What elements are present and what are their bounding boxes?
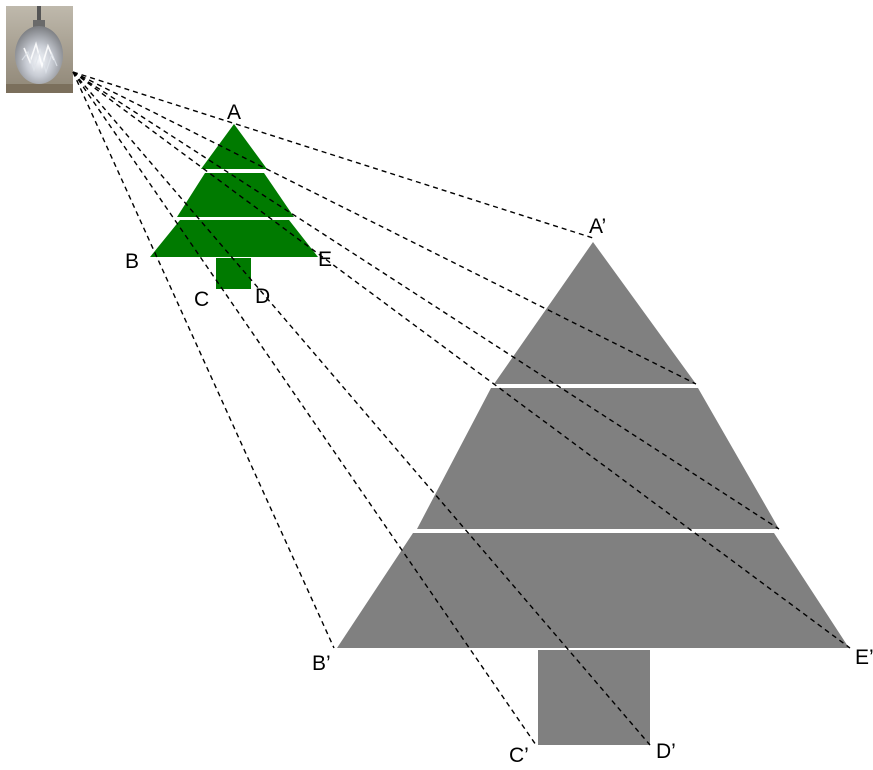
label-small-c: C bbox=[194, 288, 209, 311]
large-tree bbox=[337, 242, 849, 745]
label-small-a: A bbox=[227, 101, 241, 124]
label-large-b: B’ bbox=[312, 652, 331, 675]
large-tree-trunk bbox=[538, 650, 650, 745]
label-large-c: C’ bbox=[509, 744, 529, 765]
light-bulb-icon bbox=[6, 6, 73, 93]
label-large-a: A’ bbox=[589, 215, 606, 238]
ray-to-b-prime bbox=[72, 71, 335, 649]
small-tree-tier-top bbox=[201, 124, 267, 169]
label-small-b: B bbox=[125, 250, 139, 273]
large-tree-tier-middle bbox=[417, 388, 779, 529]
ray-to-d-prime bbox=[72, 71, 651, 746]
large-tree-tier-top bbox=[494, 242, 696, 384]
label-large-e: E’ bbox=[855, 646, 873, 669]
small-tree bbox=[150, 124, 318, 289]
ray-to-middle-tier-corner bbox=[72, 71, 780, 530]
projection-rays bbox=[72, 71, 851, 746]
ray-to-top-tier-corner bbox=[72, 71, 697, 385]
label-large-d: D’ bbox=[656, 740, 676, 763]
small-tree-tier-middle bbox=[177, 173, 294, 217]
label-small-d: D bbox=[255, 285, 270, 308]
label-small-e: E bbox=[318, 248, 332, 271]
ray-to-a-prime bbox=[72, 71, 594, 239]
small-tree-tier-bottom bbox=[150, 220, 318, 257]
ray-to-c-prime bbox=[72, 71, 537, 746]
large-tree-tier-bottom bbox=[337, 533, 849, 648]
